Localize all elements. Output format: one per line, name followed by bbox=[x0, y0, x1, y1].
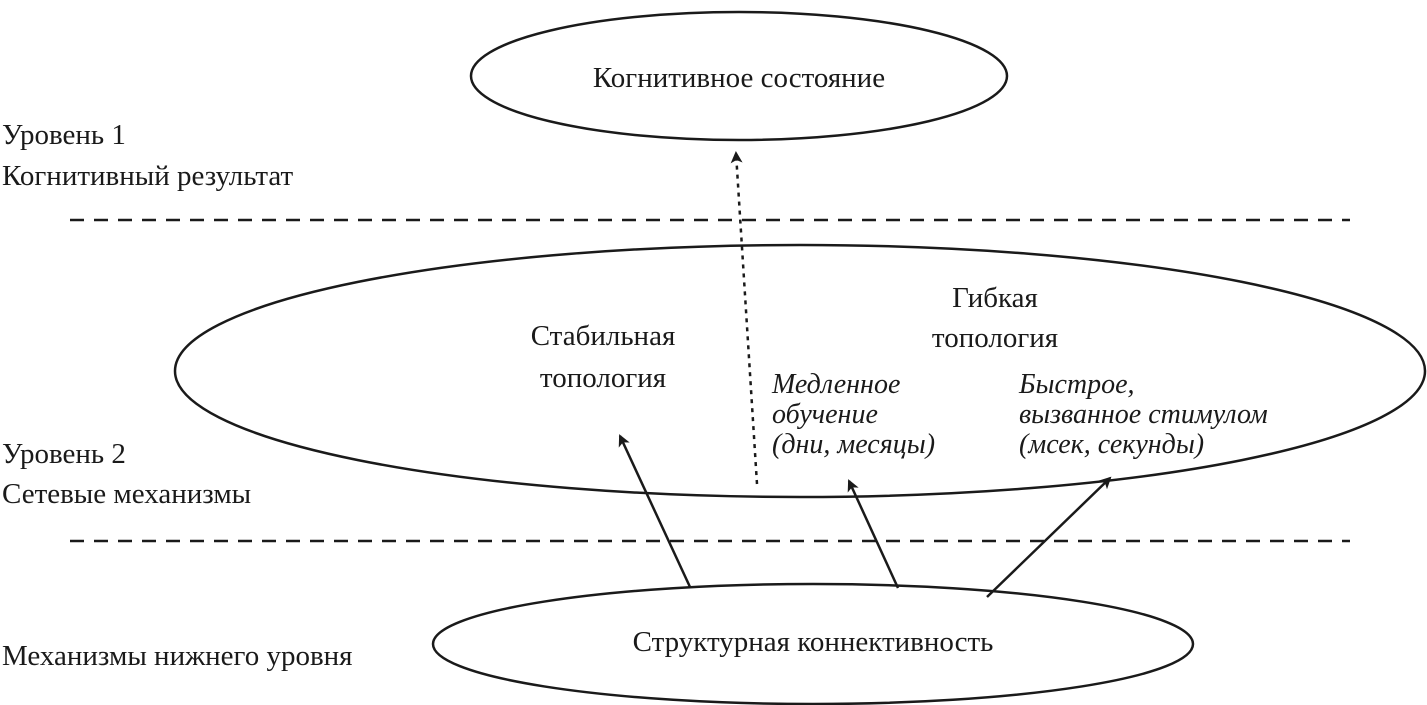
stable-topology-line2: топология bbox=[539, 362, 667, 394]
fast-line2: вызванное стимулом bbox=[1019, 399, 1268, 430]
flexible-topology-line1: Гибкая bbox=[952, 282, 1038, 314]
dotted-arrow-to-cognitive-state bbox=[730, 151, 759, 485]
slow-learning-line1: Медленное bbox=[772, 369, 901, 400]
arrow-to-slow-learning bbox=[847, 479, 900, 589]
structural-connectivity-label: Структурная коннективность bbox=[632, 626, 994, 658]
level1-subtitle: Когнитивный результат bbox=[2, 160, 294, 192]
cognitive-state-label: Когнитивное состояние bbox=[592, 62, 886, 94]
lower-level-title: Механизмы нижнего уровня bbox=[2, 640, 353, 672]
cognitive-state-ellipse bbox=[469, 10, 1009, 142]
level2-title: Уровень 2 bbox=[2, 438, 126, 470]
fast-line3: (мсек, секунды) bbox=[1019, 429, 1205, 460]
stable-topology-line1: Стабильная bbox=[530, 320, 676, 352]
fast-line1: Быстрое, bbox=[1019, 369, 1135, 400]
slow-learning-line2: обучение bbox=[772, 399, 878, 430]
level2-subtitle: Сетевые механизмы bbox=[2, 478, 252, 510]
slow-learning-line3: (дни, месяцы) bbox=[772, 429, 936, 460]
level1-title: Уровень 1 bbox=[2, 119, 126, 151]
arrow-to-fast bbox=[986, 476, 1112, 598]
network-mechanisms-ellipse bbox=[173, 243, 1427, 499]
arrow-to-stable-topology bbox=[618, 434, 692, 588]
flexible-topology-line2: топология bbox=[931, 322, 1059, 354]
structural-connectivity-ellipse bbox=[431, 582, 1195, 705]
